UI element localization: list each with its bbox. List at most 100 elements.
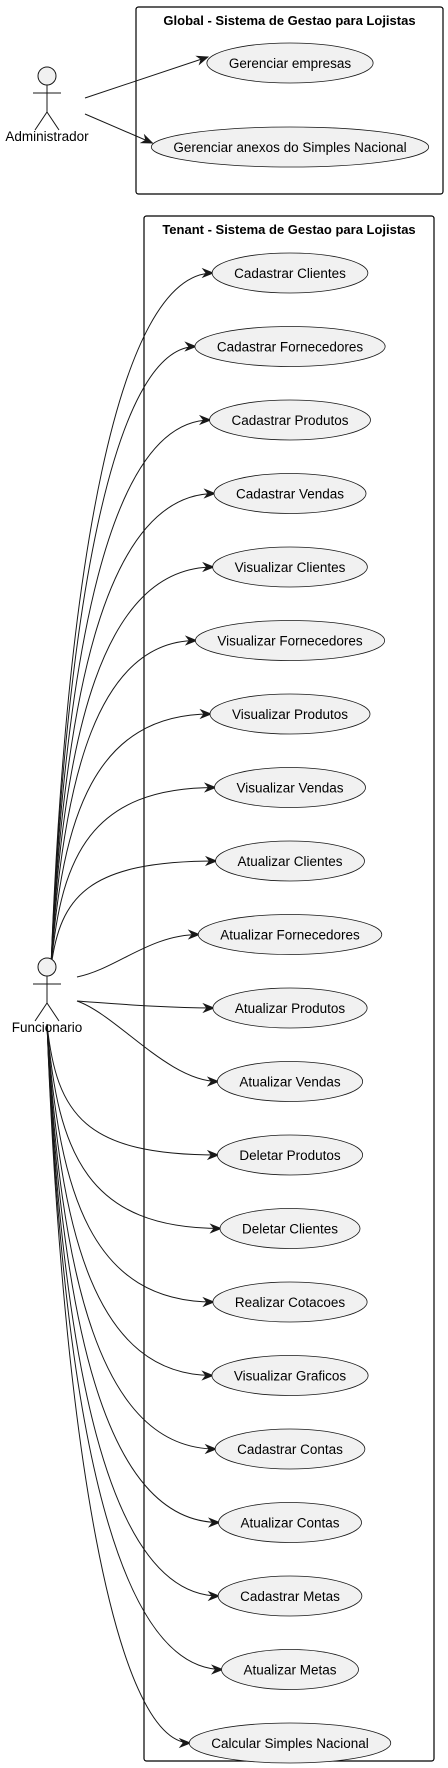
use-case-visualizar-graficos[interactable]: Visualizar Graficos: [211, 1355, 369, 1396]
use-case-atualizar-vendas[interactable]: Atualizar Vendas: [216, 1061, 364, 1102]
association-line: [46, 1023, 217, 1450]
association-line: [46, 1023, 221, 1229]
use-case-visualizar-fornecedores[interactable]: Visualizar Fornecedores: [194, 620, 386, 661]
association-line: [46, 1023, 220, 1597]
use-case-deletar-clientes[interactable]: Deletar Clientes: [219, 1208, 361, 1249]
use-case-ellipse[interactable]: [216, 1134, 364, 1176]
use-case-ellipse[interactable]: [211, 252, 369, 294]
use-case-ellipse[interactable]: [209, 693, 371, 735]
use-case-ellipse[interactable]: [219, 1208, 361, 1249]
use-case-cadastrar-clientes[interactable]: Cadastrar Clientes: [211, 252, 369, 294]
actor-head: [37, 66, 57, 86]
actor-legs: [34, 1002, 60, 1022]
use-case-ellipse[interactable]: [214, 1428, 366, 1470]
package-title: Tenant - Sistema de Gestao para Lojistas: [162, 222, 415, 237]
use-case-gerenciar-empresas[interactable]: Gerenciar empresas: [206, 42, 374, 84]
arrow-head: [199, 414, 212, 426]
association-line: [50, 787, 216, 968]
use-case-label: Cadastrar Clientes: [234, 266, 346, 281]
association-line: [46, 1023, 214, 1303]
association-funcionario-atualizar-produtos: [76, 1000, 216, 1014]
use-case-deletar-produtos[interactable]: Deletar Produtos: [216, 1134, 364, 1176]
arrow-head: [187, 929, 201, 940]
use-case-ellipse[interactable]: [217, 1575, 363, 1617]
association-funcionario-visualizar-fornecedores: [50, 635, 198, 968]
use-case-visualizar-produtos[interactable]: Visualizar Produtos: [209, 693, 371, 735]
arrow-head: [202, 1002, 216, 1014]
use-case-label: Gerenciar empresas: [229, 56, 352, 71]
association-funcionario-atualizar-metas: [46, 1023, 224, 1675]
use-case-ellipse[interactable]: [221, 1649, 359, 1690]
use-case-ellipse[interactable]: [194, 326, 386, 367]
use-case-cadastrar-vendas[interactable]: Cadastrar Vendas: [213, 473, 367, 514]
use-case-cadastrar-contas[interactable]: Cadastrar Contas: [214, 1428, 366, 1470]
use-case-ellipse[interactable]: [150, 126, 430, 168]
use-case-ellipse[interactable]: [212, 987, 368, 1029]
use-case-label: Cadastrar Metas: [240, 1589, 340, 1604]
arrow-head: [206, 1149, 220, 1161]
arrow-head: [199, 708, 213, 720]
association-funcionario-atualizar-contas: [46, 1023, 221, 1528]
actor-funcionario[interactable]: Funcionario: [12, 957, 83, 1035]
association-funcionario-visualizar-vendas: [50, 782, 217, 968]
arrow-head: [211, 1664, 224, 1675]
arrow-head: [205, 855, 218, 867]
actor-label: Funcionario: [12, 1020, 83, 1035]
association-funcionario-cadastrar-contas: [46, 1023, 218, 1455]
use-case-atualizar-contas[interactable]: Atualizar Contas: [218, 1502, 362, 1543]
actor-label: Administrador: [5, 129, 89, 144]
use-case-calcular-simples-nacional[interactable]: Calcular Simples Nacional: [188, 1722, 392, 1764]
arrow-head: [184, 341, 198, 352]
use-case-ellipse[interactable]: [206, 42, 374, 84]
use-case-cadastrar-fornecedores[interactable]: Cadastrar Fornecedores: [194, 326, 386, 367]
arrow-head: [207, 1590, 221, 1602]
use-case-label: Deletar Produtos: [239, 1148, 341, 1163]
association-funcionario-atualizar-fornecedores: [76, 929, 201, 978]
use-case-ellipse[interactable]: [214, 767, 366, 808]
use-case-atualizar-produtos[interactable]: Atualizar Produtos: [212, 987, 368, 1029]
use-case-ellipse[interactable]: [212, 1281, 368, 1323]
use-case-ellipse[interactable]: [194, 620, 386, 661]
package-title: Global - Sistema de Gestao para Lojistas: [163, 13, 415, 28]
association-line: [50, 419, 211, 968]
use-case-ellipse[interactable]: [188, 1722, 392, 1764]
association-funcionario-cadastrar-vendas: [50, 488, 217, 968]
use-case-ellipse[interactable]: [211, 1355, 369, 1396]
use-case-label: Visualizar Clientes: [235, 560, 346, 575]
association-line: [50, 640, 197, 968]
use-case-atualizar-metas[interactable]: Atualizar Metas: [221, 1649, 359, 1690]
use-case-realizar-cotacoes[interactable]: Realizar Cotacoes: [212, 1281, 368, 1323]
association-funcionario-atualizar-clientes: [50, 855, 218, 968]
arrow-head: [206, 1076, 220, 1087]
association-line: [46, 1023, 220, 1523]
use-case-label: Realizar Cotacoes: [235, 1295, 346, 1310]
association-funcionario-realizar-cotacoes: [46, 1023, 216, 1308]
use-case-ellipse[interactable]: [212, 546, 368, 588]
use-case-atualizar-fornecedores[interactable]: Atualizar Fornecedores: [197, 914, 383, 955]
use-case-visualizar-clientes[interactable]: Visualizar Clientes: [212, 546, 368, 588]
arrow-head: [178, 1737, 192, 1749]
use-case-ellipse[interactable]: [216, 1061, 364, 1102]
use-case-cadastrar-produtos[interactable]: Cadastrar Produtos: [209, 399, 371, 441]
arrow-head: [201, 1370, 215, 1381]
use-case-ellipse[interactable]: [218, 1502, 362, 1543]
use-case-gerenciar-anexos-do-simples-nacional[interactable]: Gerenciar anexos do Simples Nacional: [150, 126, 430, 168]
use-case-ellipse[interactable]: [197, 914, 383, 955]
association-funcionario-atualizar-vendas: [76, 1000, 220, 1087]
association-funcionario-calcular-simples-nacional: [46, 1023, 192, 1749]
use-case-ellipse[interactable]: [213, 473, 367, 514]
actor-head: [37, 957, 57, 977]
association-line: [50, 346, 196, 968]
association-administrador-gerenciar-empresas: [84, 55, 210, 99]
use-case-atualizar-clientes[interactable]: Atualizar Clientes: [215, 840, 365, 882]
actor-administrador[interactable]: Administrador: [5, 66, 89, 144]
use-case-ellipse[interactable]: [215, 840, 365, 882]
association-administrador-gerenciar-anexos-do-simples-nacional: [84, 113, 154, 144]
arrow-head: [203, 782, 217, 793]
association-funcionario-deletar-clientes: [46, 1023, 223, 1234]
use-case-cadastrar-metas[interactable]: Cadastrar Metas: [217, 1575, 363, 1617]
use-case-ellipse[interactable]: [209, 399, 371, 441]
arrow-head: [139, 133, 154, 144]
use-case-visualizar-vendas[interactable]: Visualizar Vendas: [214, 767, 366, 808]
